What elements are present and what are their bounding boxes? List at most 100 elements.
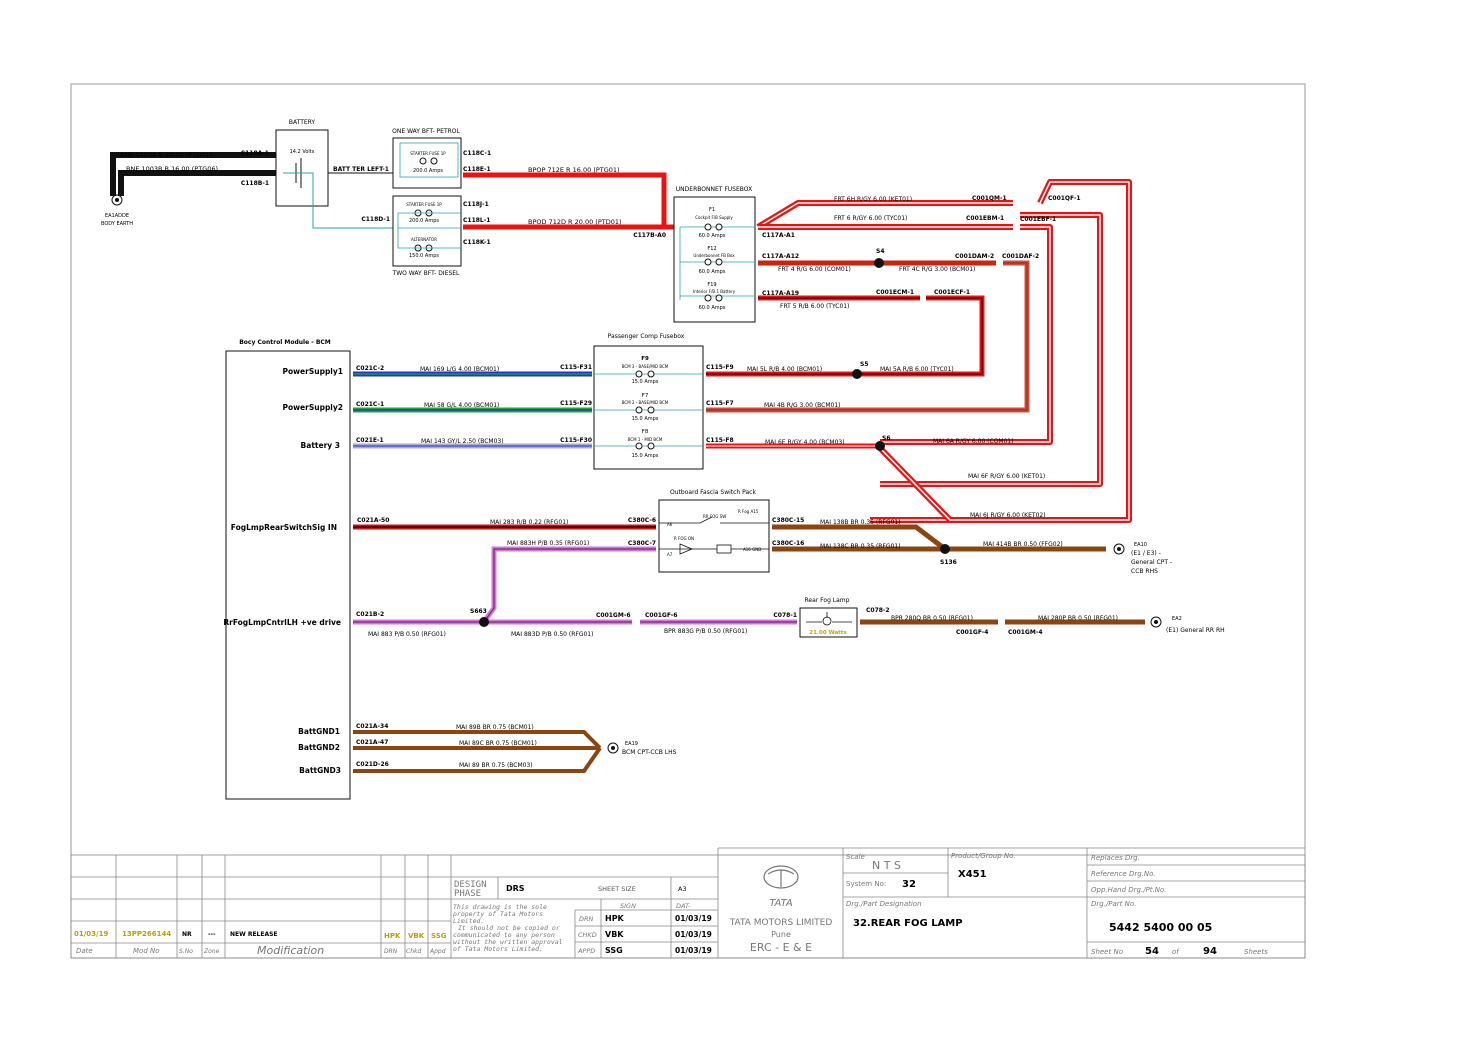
ground-wires: C021A-34 C021A-47 C021D-26 MAI 89B BR 0.…	[353, 723, 677, 773]
mai5l-label: MAI 5L R/B 4.00 (BCM01)	[747, 366, 822, 373]
ea2-name: (E1) General RR RH	[1166, 627, 1225, 634]
ea19-name: BCM CPT-CCB LHS	[622, 749, 677, 756]
drn-label: DRN	[579, 915, 594, 923]
f12-icon-b	[715, 258, 723, 266]
c078-2-label: C078-2	[866, 607, 890, 614]
mai89-label: MAI 89 BR 0.75 (BCM03)	[459, 762, 533, 769]
s136-splice	[940, 544, 950, 554]
c001daf-label: C001DAF-2	[1002, 253, 1039, 260]
led-diode-icon	[679, 543, 694, 555]
c115f29-label: C115-F29	[560, 400, 592, 407]
tata-logo-icon	[763, 865, 799, 889]
petrol-fuse-icon-a	[419, 157, 427, 165]
lamp-watts: 21.00 Watts	[809, 630, 847, 636]
company-dept: ERC - E & E	[750, 941, 812, 954]
f9-amps: 15.0 Amps	[632, 379, 659, 385]
c001gm6-label: C001GM-6	[596, 612, 631, 619]
c078-1-label: C078-1	[773, 612, 797, 619]
bcm-pin-gnd1: BattGND1	[298, 727, 340, 736]
diesel-bft-box	[392, 195, 462, 267]
switch-pack-box	[658, 499, 770, 573]
c001gm4-label: C001GM-4	[1008, 629, 1043, 636]
frt4-label: FRT 4 R/G 6.00 (COM01)	[778, 266, 851, 273]
body-earth-dot	[115, 198, 119, 202]
rfog-a15-label: R Fog A15	[738, 509, 759, 514]
mai5a-label: MAI 5A R/B 6.00 (TYC01)	[880, 366, 954, 373]
company-city: Pune	[771, 930, 791, 939]
f7-amps: 15.0 Amps	[632, 416, 659, 422]
s4-splice	[874, 258, 884, 268]
bcm-pin-gnd2: BattGND2	[298, 743, 340, 752]
diesel-fuse1-label: STARTER FUSE 1P	[406, 202, 442, 207]
bcm-pin-ps1: PowerSupply1	[282, 367, 343, 376]
c118b-label: C118B-1	[241, 180, 269, 187]
a16-gnd-label: A16 GND	[743, 547, 761, 552]
logo-word: TATA	[769, 898, 792, 909]
scale-label: Scale	[846, 853, 865, 861]
f12-label: Underbonnet FB Box	[693, 253, 735, 258]
f7-label: BCM 2 - BASE/MID BCM	[622, 400, 669, 405]
h-chkd: Chkd	[406, 948, 421, 955]
note-line-1: This drawing is the sole	[453, 903, 547, 911]
f8-label: BCM 1 - MID BCM	[628, 437, 663, 442]
mai138b-wire	[772, 524, 947, 551]
h-date: Date	[76, 947, 93, 955]
c115f9-label: C115-F9	[706, 364, 734, 371]
mai6j-label: MAI 6J R/GY 6.00 (KET02)	[970, 512, 1046, 519]
frt-wires: S4 FRT 6H R/GY 6.00 (KET01) FRT 6 R/GY 6…	[706, 179, 1132, 523]
sheets-total: 94	[1203, 946, 1217, 957]
mai138c-label: MAI 138C BR 0.35 (RFG01)	[820, 543, 901, 550]
s5-label: S5	[860, 361, 869, 368]
scale-value: N T S	[872, 859, 901, 872]
mai4b-label: MAI 4B R/G 3.00 (BCM01)	[764, 402, 841, 409]
f19-icon-a	[704, 294, 712, 302]
bcm-pin-fogsw: FogLmpRearSwitchSig IN	[231, 523, 337, 532]
diesel-internal-lines	[397, 212, 461, 249]
s5-splice	[852, 369, 862, 379]
designation-label: Drg./Part Designation	[846, 900, 922, 908]
part-label: Drg./Part No.	[1091, 900, 1136, 908]
sign-label: SIGN	[620, 902, 636, 910]
battery-title: BATTERY	[289, 119, 316, 126]
c001qm-label: C001QM-1	[972, 195, 1007, 202]
bpop-label: BPOP 712E R 16.00 (PTG01)	[528, 166, 620, 174]
mai6f-label: MAI 6F R/GY 6.00 (KET01)	[968, 473, 1045, 480]
f9-label: BCM 3 - BASE/MID BCM	[622, 364, 669, 369]
f8-icon-b	[647, 442, 655, 450]
c118e-label: C118E-1	[463, 166, 491, 173]
ea2-id: EA2	[1172, 616, 1182, 622]
bcm-supply-wires: C021C-2 C021C-1 C021E-1 MAI 169 L/G 4.00…	[353, 361, 1046, 519]
c380c6-label: C380C-6	[628, 517, 656, 524]
c115f30-label: C115-F30	[560, 437, 592, 444]
note-line-5: communicated to any person	[453, 931, 555, 939]
mai138b-label: MAI 138B BR 0.35 (RFG01)	[820, 519, 900, 526]
bpod-label: BPOD 712D R 20.00 (PTD01)	[528, 218, 622, 226]
s6-label: S6	[882, 435, 891, 442]
s663-splice	[479, 617, 489, 627]
petrol-bft-title: ONE WAY BFT- PETROL	[392, 128, 460, 135]
switch-pack: Outboard Fascia Switch Pack A6 A7 RR FOG…	[628, 489, 804, 573]
f12-amps: 60.0 Amps	[699, 269, 726, 275]
frt6-label: FRT 6 R/GY 6.00 (TYC01)	[834, 215, 907, 222]
body-earth-icon	[111, 194, 123, 206]
mai143-label: MAI 143 GY/L 2.50 (BCM03)	[421, 438, 504, 445]
c118j-label: C118J-1	[463, 201, 489, 208]
c118d-label: C118D-1	[361, 216, 390, 223]
rev-chkd: VBK	[408, 932, 425, 940]
rev-mod: 13PP266144	[122, 930, 171, 938]
rev-sno: NR	[182, 931, 192, 938]
f7-icon-a	[635, 406, 643, 414]
rear-fog-lamp-title: Rear Fog Lamp	[805, 597, 850, 604]
sheet-size-label: SHEET SIZE	[598, 885, 636, 893]
mai6e-label: MAI 6E R/GY 4.00 (BCM03)	[765, 439, 845, 446]
battery-section: BNE 1003A B 20.00 (PTD01) BNE 1003B B 16…	[101, 119, 393, 229]
f19-icon-b	[715, 294, 723, 302]
c118k-label: C118K-1	[463, 239, 491, 246]
ea10-id: EA10	[1134, 542, 1147, 548]
system-label: System No:	[846, 880, 886, 888]
bcm-pin-ps2: PowerSupply2	[282, 403, 343, 412]
batt-to-diesel-line	[283, 172, 393, 229]
title-block	[70, 847, 1306, 959]
c117a-a12-label: C117A-A12	[762, 253, 799, 260]
